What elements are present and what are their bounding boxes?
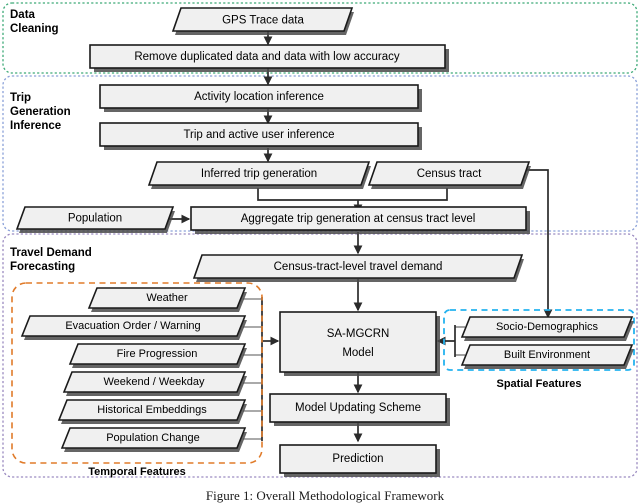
section-label-travel-demand-line2: Forecasting	[10, 261, 75, 273]
temporal-label-weather: Weather	[146, 292, 188, 304]
temporal-label-fire-progression: Fire Progression	[117, 348, 198, 360]
temporal-feature-fire-progression: Fire Progression	[68, 343, 247, 368]
connector-inferred-to-aggregate	[257, 188, 358, 201]
node-label-population: Population	[68, 213, 122, 225]
temporal-feature-weekend-weekday: Weekend / Weekday	[62, 371, 247, 396]
node-label-remove-duplicated: Remove duplicated data and data with low…	[134, 51, 400, 63]
node-label-model-line1: SA-MGCRN	[327, 328, 390, 340]
section-label-trip-gen-line1: Trip	[10, 92, 31, 104]
temporal-label-historical-embeddings: Historical Embeddings	[97, 404, 207, 416]
node-label-model-line2: Model	[342, 347, 373, 359]
spatial-label-socio-demographics: Socio-Demographics	[496, 321, 599, 333]
section-label-travel-demand-line1: Travel Demand	[10, 247, 92, 259]
figure-caption: Figure 1: Overall Methodological Framewo…	[206, 488, 445, 503]
node-label-census-tract: Census tract	[417, 168, 482, 180]
section-trip-generation-inference	[2, 75, 638, 232]
node-population: Population	[15, 206, 175, 233]
node-label-model-update: Model Updating Scheme	[295, 402, 421, 414]
node-prediction: Prediction	[279, 444, 440, 477]
node-census-tract: Census tract	[367, 161, 531, 189]
section-label-trip-gen-line3: Inference	[10, 120, 61, 132]
spatial-feature-socio-demographics: Socio-Demographics	[460, 316, 634, 341]
node-label-activity-location: Activity location inference	[194, 91, 324, 103]
node-gps-trace-data: GPS Trace data	[171, 7, 354, 35]
group-spatial-features	[443, 309, 635, 371]
node-remove-duplicated: Remove duplicated data and data with low…	[89, 44, 449, 72]
node-trip-active-user-inference: Trip and active user inference	[99, 122, 422, 150]
node-label-gps-trace: GPS Trace data	[222, 15, 304, 27]
temporal-label-population-change: Population Change	[106, 432, 200, 444]
section-label-data-cleaning-line1: Data	[10, 9, 36, 21]
group-caption-temporal: Temporal Features	[88, 466, 186, 478]
node-model-updating-scheme: Model Updating Scheme	[269, 393, 450, 426]
temporal-feature-evacuation-order: Evacuation Order / Warning	[20, 315, 247, 340]
node-label-aggregate-trip: Aggregate trip generation at census trac…	[241, 213, 476, 225]
section-label-data-cleaning-line2: Cleaning	[10, 23, 59, 35]
node-inferred-trip-generation: Inferred trip generation	[147, 161, 371, 189]
temporal-feature-population-change: Population Change	[60, 427, 247, 452]
connector-censustract-to-aggregate	[358, 188, 448, 201]
node-sa-mgcrn-model: SA-MGCRN Model	[279, 311, 440, 376]
group-temporal-features	[11, 282, 263, 464]
connector-censustract-to-spatial	[521, 169, 553, 319]
node-label-census-tract-demand: Census-tract-level travel demand	[274, 261, 443, 273]
node-census-tract-level-demand: Census-tract-level travel demand	[192, 254, 524, 282]
temporal-feature-weather: Weather	[87, 287, 247, 312]
spatial-feature-built-environment: Built Environment	[460, 344, 634, 369]
temporal-label-weekend-weekday: Weekend / Weekday	[103, 376, 205, 388]
section-label-trip-gen-line2: Generation	[10, 106, 71, 118]
node-activity-location-inference: Activity location inference	[99, 84, 422, 112]
temporal-label-evacuation-order: Evacuation Order / Warning	[65, 320, 200, 332]
spatial-label-built-environment: Built Environment	[504, 349, 590, 361]
section-data-cleaning	[2, 2, 638, 74]
group-caption-spatial: Spatial Features	[497, 378, 582, 390]
node-label-inferred-trip: Inferred trip generation	[201, 168, 317, 180]
node-label-trip-active-user: Trip and active user inference	[183, 129, 334, 141]
node-aggregate-trip-generation: Aggregate trip generation at census trac…	[190, 206, 530, 234]
node-label-prediction: Prediction	[332, 453, 383, 465]
temporal-feature-historical-embeddings: Historical Embeddings	[57, 399, 247, 424]
